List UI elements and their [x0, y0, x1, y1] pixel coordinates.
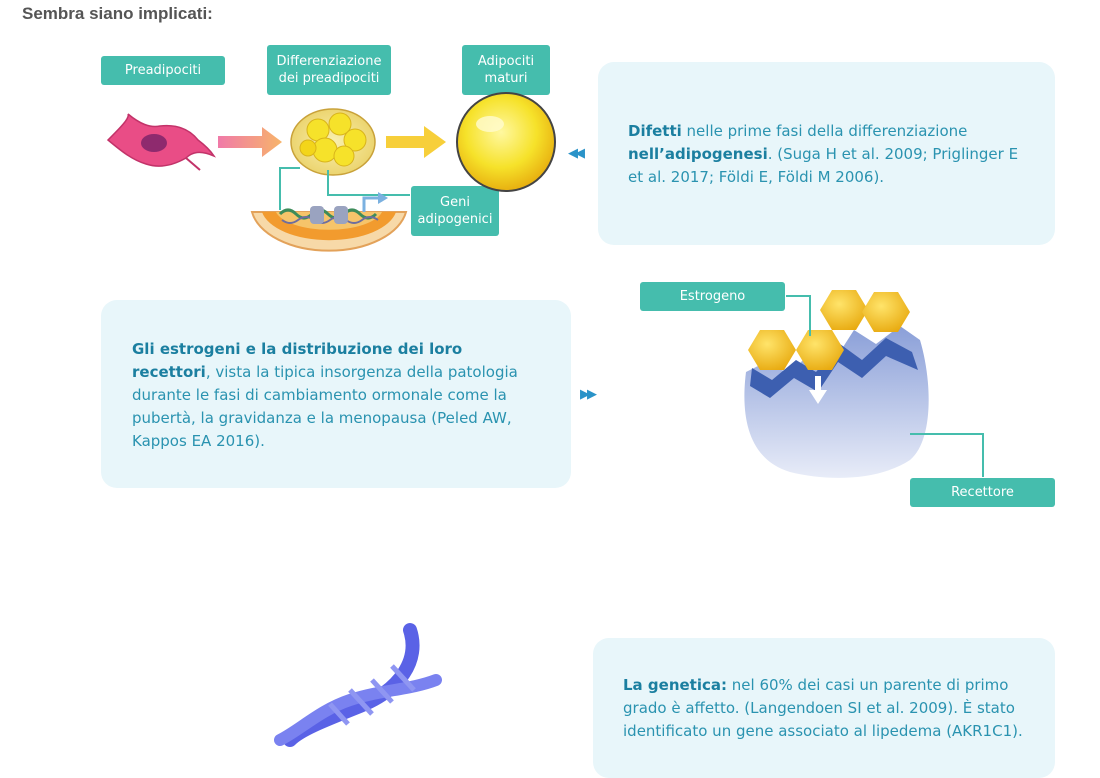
- pink-arrow-icon: [218, 127, 282, 157]
- tag-preadipociti: Preadipociti: [101, 56, 225, 85]
- dna-illustration: [274, 623, 442, 747]
- panel-difetti: Difetti nelle prime fasi della differenz…: [598, 62, 1055, 245]
- down-arrow-icon: [809, 376, 827, 404]
- section-heading: Sembra siano implicati:: [22, 4, 213, 23]
- differentiating-cell-icon: [290, 108, 376, 176]
- receptor-icon: [744, 326, 929, 478]
- dna-helix-icon: [274, 623, 442, 747]
- panel-estrogeni: Gli estrogeni e la distribuzione dei lor…: [101, 300, 571, 488]
- tag-recettore: Recettore: [910, 478, 1055, 507]
- tag-geni-adipogenici: Geni adipogenici: [411, 186, 499, 236]
- mature-adipocyte-icon: [456, 92, 556, 192]
- yellow-arrow-icon: [386, 126, 446, 158]
- panel-genetica: La genetica: nel 60% dei casi un parente…: [593, 638, 1055, 778]
- arrow-right-icon: ▶▶: [580, 387, 597, 402]
- tag-adipociti-maturi: Adipociti maturi: [462, 45, 550, 95]
- tag-differenziazione: Differenziazione dei preadipociti: [267, 45, 391, 95]
- preadipocyte-cell-icon: [106, 113, 217, 171]
- adipogenesis-illustration: [106, 92, 556, 252]
- arrow-left-icon: ◀◀: [568, 146, 585, 161]
- estrogen-molecule-icon: [748, 290, 910, 370]
- nucleus-cross-section-icon: [250, 192, 408, 252]
- estrogen-receptor-illustration: [744, 290, 984, 478]
- tag-estrogeno: Estrogeno: [640, 282, 785, 311]
